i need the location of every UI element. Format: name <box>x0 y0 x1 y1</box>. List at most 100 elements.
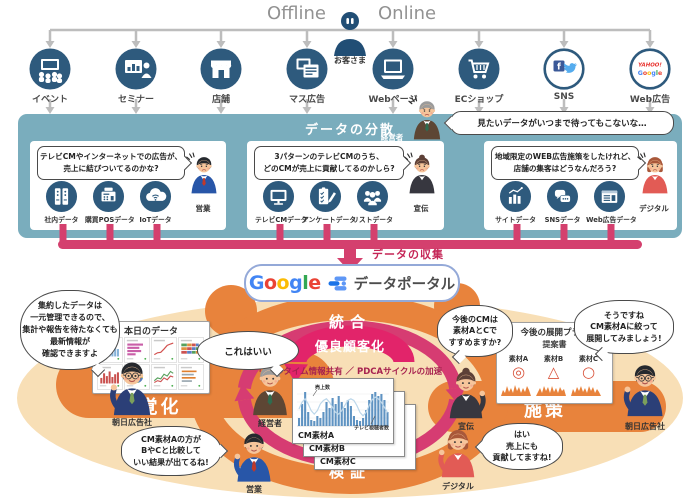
seminar-icon <box>115 48 157 90</box>
panel-title: 本日のデータ <box>123 327 178 337</box>
material-mark: ◎ <box>511 363 526 381</box>
tv-icon <box>262 180 295 213</box>
channel-label: マス広告 <box>288 95 325 105</box>
panel-title: 今後の展開プラン <box>520 328 589 338</box>
data-item-label: サイトデータ <box>495 216 536 224</box>
ec-shop-icon <box>458 48 500 90</box>
google-wordmark: Google <box>248 272 321 294</box>
pr-person <box>402 145 442 203</box>
cycle-top-label: 統合 <box>328 313 371 331</box>
collection-connector <box>58 224 642 272</box>
channel-label: Webページ <box>368 95 418 105</box>
speech-bubble-text: 地域限定のWEB広告施策をしたけれど、 店舗の集客はどうなんだろう? <box>494 152 636 173</box>
speech-bubble-text: 3パターンのテレビCMのうち、 どのCMが売上に貢献してるのかしら? <box>263 152 395 173</box>
channel-label: イベント <box>31 95 68 105</box>
person-label: 経営者 <box>258 419 282 428</box>
online-label: Online <box>378 3 437 24</box>
chat-icon <box>546 180 579 213</box>
cycle-inner-arrow-label: 優良顧客化 <box>314 340 385 355</box>
sales-speech-bubble: CM素材Aの方が BやCと比較して いい結果が出てるね! <box>121 426 228 476</box>
pr-person-lower <box>440 364 492 422</box>
event-icon <box>29 48 71 90</box>
cycle-subtitle: リアルタイム情報共有 ／ PDCAサイクルの加速 <box>257 367 443 377</box>
mini-hbar-chart-pink <box>123 336 150 363</box>
data-item-label: 社内データ <box>44 216 79 224</box>
person-label: 経営者 <box>380 133 404 142</box>
card-label: CM素材C <box>320 457 356 466</box>
svg-text:テレビ視聴者数: テレビ視聴者数 <box>354 425 390 431</box>
speech-bubble-text: テレビCMやインターネットでの広告が、 売上に結びついてるのかな? <box>39 152 183 173</box>
data-item: Web広告データ <box>586 180 637 224</box>
channel-label: セミナー <box>117 95 154 105</box>
material-mark: ○ <box>581 363 596 381</box>
dispersion-group-digital: 地域限定のWEB広告施策をしたけれど、 店舗の集客はどうなんだろう? デジタル … <box>484 141 677 230</box>
material-c: 素材C ○ <box>571 354 606 396</box>
proposal-doc-label: 提案書 <box>542 340 567 349</box>
material-label: 素材B <box>543 355 564 363</box>
mass-ad-icon <box>286 48 328 90</box>
svg-text:f: f <box>557 63 561 73</box>
materials-row: 素材A ◎ 素材B △ 素材C ○ <box>501 354 606 396</box>
people-icon <box>356 180 389 213</box>
webpage-icon <box>372 48 414 90</box>
speech-bubble: 地域限定のWEB広告施策をしたけれど、 店舗の集客はどうなんだろう? <box>491 146 646 180</box>
agency-person-right <box>617 357 673 421</box>
mini-line-chart-multi <box>150 363 177 390</box>
person-label: 営業 <box>195 204 211 213</box>
data-items: テレビCMデータ アンケートデータ リストデータ <box>255 180 396 224</box>
executive-speech-bubble: 見たいデータがいつまで待ってもこないな… <box>443 111 674 135</box>
area-chart-icon <box>536 381 571 396</box>
person-label: 宣伝 <box>413 204 429 213</box>
area-chart-icon <box>571 381 606 396</box>
data-item: IoTデータ <box>132 180 179 224</box>
speech-bubble-text: そうですね CM素材Aに絞って 展開してみましょう! <box>586 310 662 343</box>
channel-event: イベント <box>16 48 84 105</box>
material-mark: △ <box>547 363 560 381</box>
person-label: 朝日広告社 <box>112 418 152 427</box>
speech-bubble-text: 今後のCMは 素材AとCで すすめますか? <box>448 314 502 347</box>
dispersion-group-pr: 3パターンのテレビCMのうち、 どのCMが売上に貢献してるのかしら? 宣伝 テレ… <box>247 141 444 230</box>
speech-bubble: テレビCMやインターネットでの広告が、 売上に結びついてるのかな? <box>37 146 192 180</box>
card-label: CM素材B <box>309 444 345 453</box>
collection-label: データの収集 <box>372 248 444 261</box>
data-item-label: リストデータ <box>352 216 393 224</box>
svg-text:Google: Google <box>638 70 662 77</box>
channel-ec-shop: ECショップ <box>445 48 513 105</box>
person-label: デジタル <box>639 204 669 213</box>
mini-line-chart-red <box>150 336 177 363</box>
data-item: サイトデータ <box>492 180 539 224</box>
site-chart-icon <box>499 180 532 213</box>
data-item: テレビCMデータ <box>255 180 308 224</box>
agency-right-speech-bubble: そうですね CM素材Aに絞って 展開してみましょう! <box>574 300 674 361</box>
product-name: データポータル <box>353 276 456 293</box>
channel-sns: f SNS <box>530 48 598 102</box>
person-label: 朝日広告社 <box>625 422 665 431</box>
offline-label: Offline <box>266 3 326 24</box>
data-item: 社内データ <box>38 180 85 224</box>
channel-seminar: セミナー <box>102 48 170 105</box>
channel-label: 店舗 <box>211 95 230 105</box>
dispersion-title: データの分散 <box>304 123 395 138</box>
browser-icon <box>593 180 626 213</box>
digital-person <box>635 145 675 203</box>
google-data-portal-logo: Google データポータル <box>244 264 460 302</box>
data-items: 社内データ 購買POSデータ IoTデータ <box>38 180 179 224</box>
speech-bubble-text: CM素材Aの方が BやCと比較して いい結果が出てるね! <box>133 434 209 467</box>
data-item-label: テレビCMデータ <box>255 216 308 224</box>
server-icon <box>45 180 78 213</box>
cycle-right-label: 施策 <box>524 400 566 421</box>
speech-bubble-text: これはいい <box>224 346 272 358</box>
agency-left-speech-bubble: 集約したデータは 一元管理できるので、 集計や報告を待たなくても 最新情報が 確… <box>20 290 120 377</box>
data-items: サイトデータ SNSデータ Web広告データ <box>492 180 637 224</box>
web-ad-icon: YAHOO!Google <box>629 48 671 90</box>
data-item-label: IoTデータ <box>139 216 172 224</box>
mini-stacked-hbar-chart <box>177 336 204 363</box>
data-portal-icon <box>328 274 347 293</box>
channel-web-ad: YAHOO!Google Web広告 <box>616 48 684 105</box>
data-item: SNSデータ <box>539 180 586 224</box>
dispersion-group-sales: テレビCMやインターネットでの広告が、 売上に結びついてるのかな? 営業 社内デ… <box>30 141 226 230</box>
sales-vs-viewers-chart: 売上数テレビ視聴者数 <box>295 382 391 430</box>
digital-person-bottom <box>432 423 484 481</box>
speech-bubble-text: 見たいデータがいつまで待ってもこないな… <box>477 119 647 129</box>
